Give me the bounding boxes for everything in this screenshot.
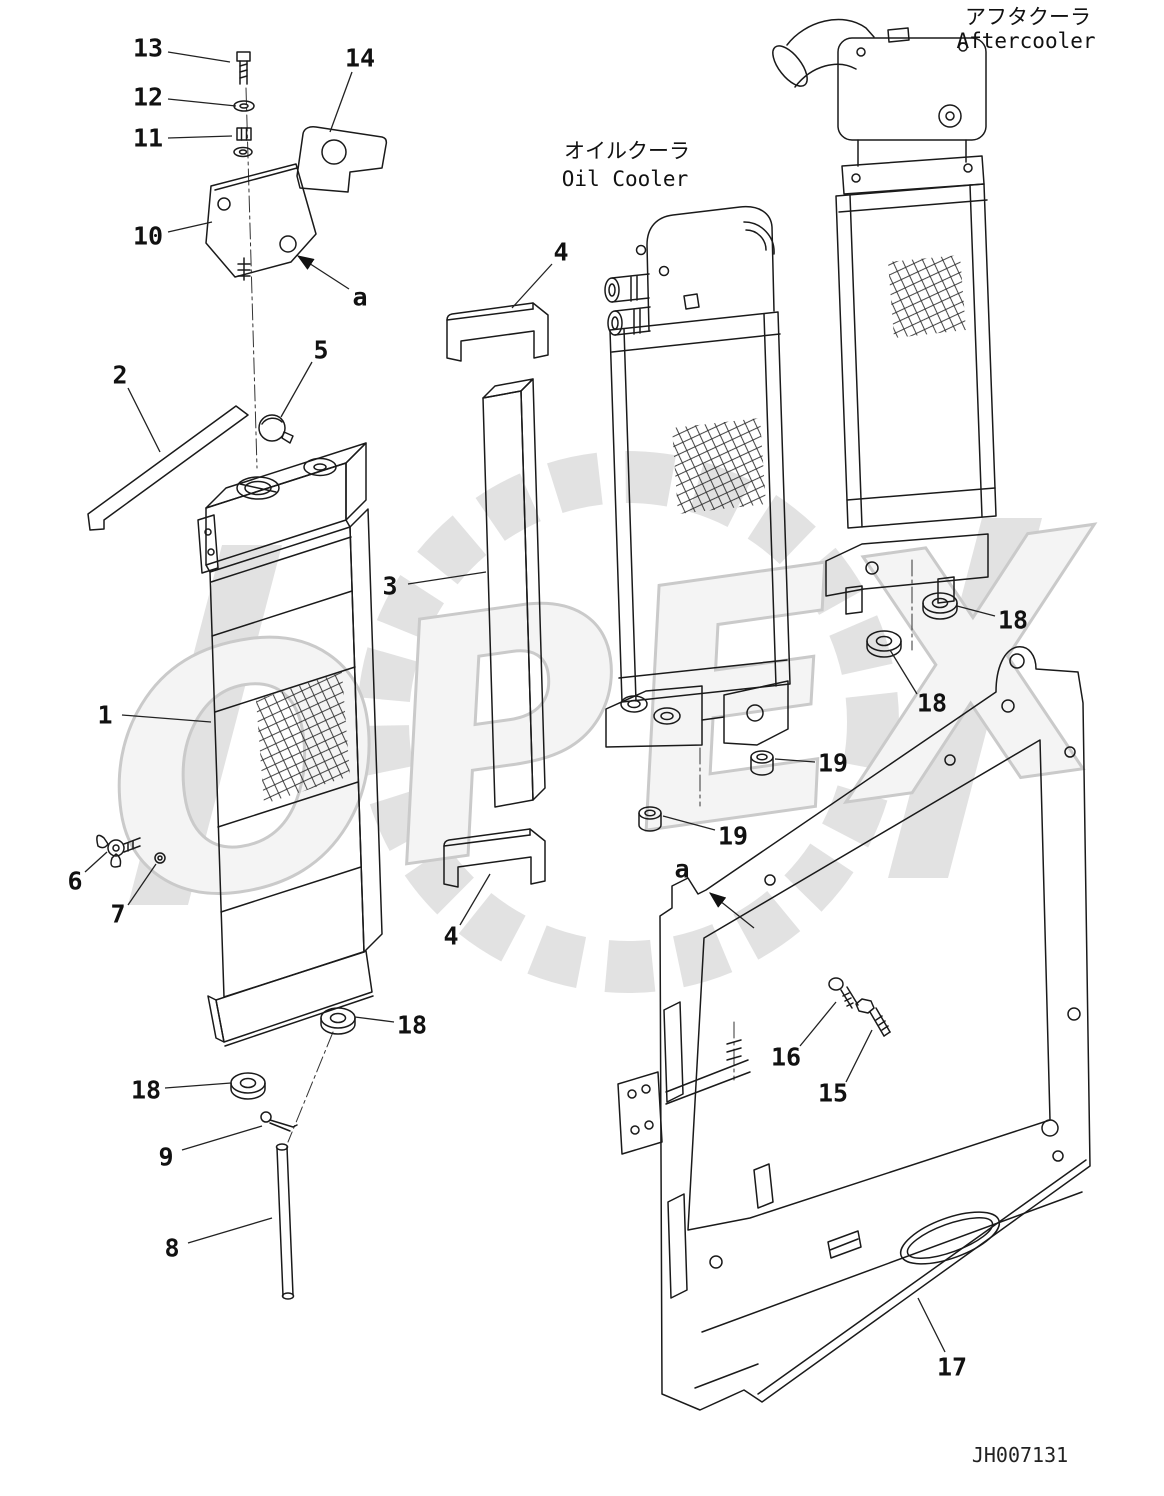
leader-line-9: [181, 1125, 263, 1151]
leader-line-4: [459, 873, 491, 926]
part-16-screw: [828, 977, 859, 1009]
leader-line-13: [167, 51, 231, 63]
oil-cooler: [604, 205, 791, 748]
callout-19: 19: [818, 749, 848, 778]
callout-5: 5: [313, 336, 328, 365]
part-13-bolt: [236, 51, 251, 85]
leader-line-11: [167, 135, 233, 139]
callout-1: 1: [97, 701, 112, 730]
leader-line-18: [354, 1016, 395, 1023]
callout-6: 6: [67, 867, 82, 896]
centerline-bracket-radiator: [245, 87, 258, 469]
aftercooler: [772, 18, 997, 615]
part-12-washer: [233, 100, 255, 112]
part-2-strip: [87, 405, 249, 531]
leader-line-15: [845, 1029, 873, 1083]
callout-4: 4: [553, 238, 568, 267]
callout-8: 8: [164, 1234, 179, 1263]
leader-line-6: [84, 851, 108, 873]
centerline-radiator-tube: [287, 1031, 334, 1143]
callout-13: 13: [133, 34, 163, 63]
callout-16: 16: [771, 1043, 801, 1072]
leader-line-18: [956, 605, 996, 617]
callout-18: 18: [998, 606, 1028, 635]
leader-line-a: [296, 255, 350, 290]
leader-line-19: [662, 815, 716, 831]
leader-line-4: [511, 263, 553, 309]
part-8-drain-tube: [275, 1143, 295, 1300]
leader-line-17: [917, 1297, 946, 1353]
part-17-frame: [617, 646, 1091, 1411]
leader-line-18: [889, 649, 918, 695]
oil-cooler-label-jp: オイルクーラ: [564, 139, 690, 163]
callout-10: 10: [133, 222, 163, 251]
callout-18: 18: [131, 1076, 161, 1105]
drawing-number: JH007131: [972, 1443, 1068, 1467]
part-15-bolt: [855, 998, 891, 1037]
leader-line-5: [280, 361, 313, 418]
callout-12: 12: [133, 83, 163, 112]
part-4-bracket-bottom: [443, 828, 546, 888]
leader-line-10: [167, 221, 213, 233]
leader-line-2: [127, 387, 161, 453]
callout-11: 11: [133, 124, 163, 153]
part-1-radiator: [197, 442, 383, 1047]
leader-line-7: [127, 863, 157, 906]
part-10-bracket: [205, 163, 317, 281]
callout-18: 18: [397, 1011, 427, 1040]
part-5-radiator-cap: [258, 414, 294, 444]
callout-14: 14: [345, 44, 375, 73]
callout-4: 4: [443, 922, 458, 951]
part-14-bracket: [296, 126, 388, 193]
callout-9: 9: [158, 1143, 173, 1172]
leader-line-12: [167, 98, 237, 107]
part-4-bracket-top: [446, 302, 549, 362]
aftercooler-label-en: Aftercooler: [956, 29, 1095, 53]
leader-line-3: [407, 571, 487, 585]
leader-line-19: [774, 758, 816, 763]
watermark-slash-right: [888, 518, 1042, 878]
part-7-o-ring: [154, 852, 166, 864]
leader-line-14: [329, 71, 353, 133]
part-6-drain-valve: [96, 834, 141, 868]
leader-line-1: [121, 714, 212, 723]
watermark-slash-left: [128, 545, 282, 905]
part-3-seal-bar: [482, 378, 546, 808]
leader-line-16: [799, 1001, 837, 1047]
part-9-clip: [260, 1111, 298, 1132]
watermark-gear: [357, 451, 899, 993]
callout-17: 17: [937, 1353, 967, 1382]
callout-a: a: [352, 283, 367, 312]
callout-a: a: [674, 855, 689, 884]
leader-line-8: [187, 1217, 273, 1244]
part-11-nut: [233, 127, 253, 158]
oil-cooler-label-en: Oil Cooler: [562, 167, 688, 191]
callout-15: 15: [818, 1079, 848, 1108]
leader-line-a: [708, 892, 755, 929]
callout-19: 19: [718, 822, 748, 851]
leader-line-18: [164, 1082, 232, 1089]
watermark-text: OPEX: [79, 459, 1138, 981]
part-18-grommet: [230, 1072, 266, 1100]
callout-2: 2: [112, 361, 127, 390]
callout-3: 3: [382, 572, 397, 601]
watermark: OPEX: [78, 451, 1140, 993]
callout-7: 7: [110, 900, 125, 929]
aftercooler-label-jp: アフタクーラ: [965, 5, 1091, 29]
callout-18: 18: [917, 689, 947, 718]
